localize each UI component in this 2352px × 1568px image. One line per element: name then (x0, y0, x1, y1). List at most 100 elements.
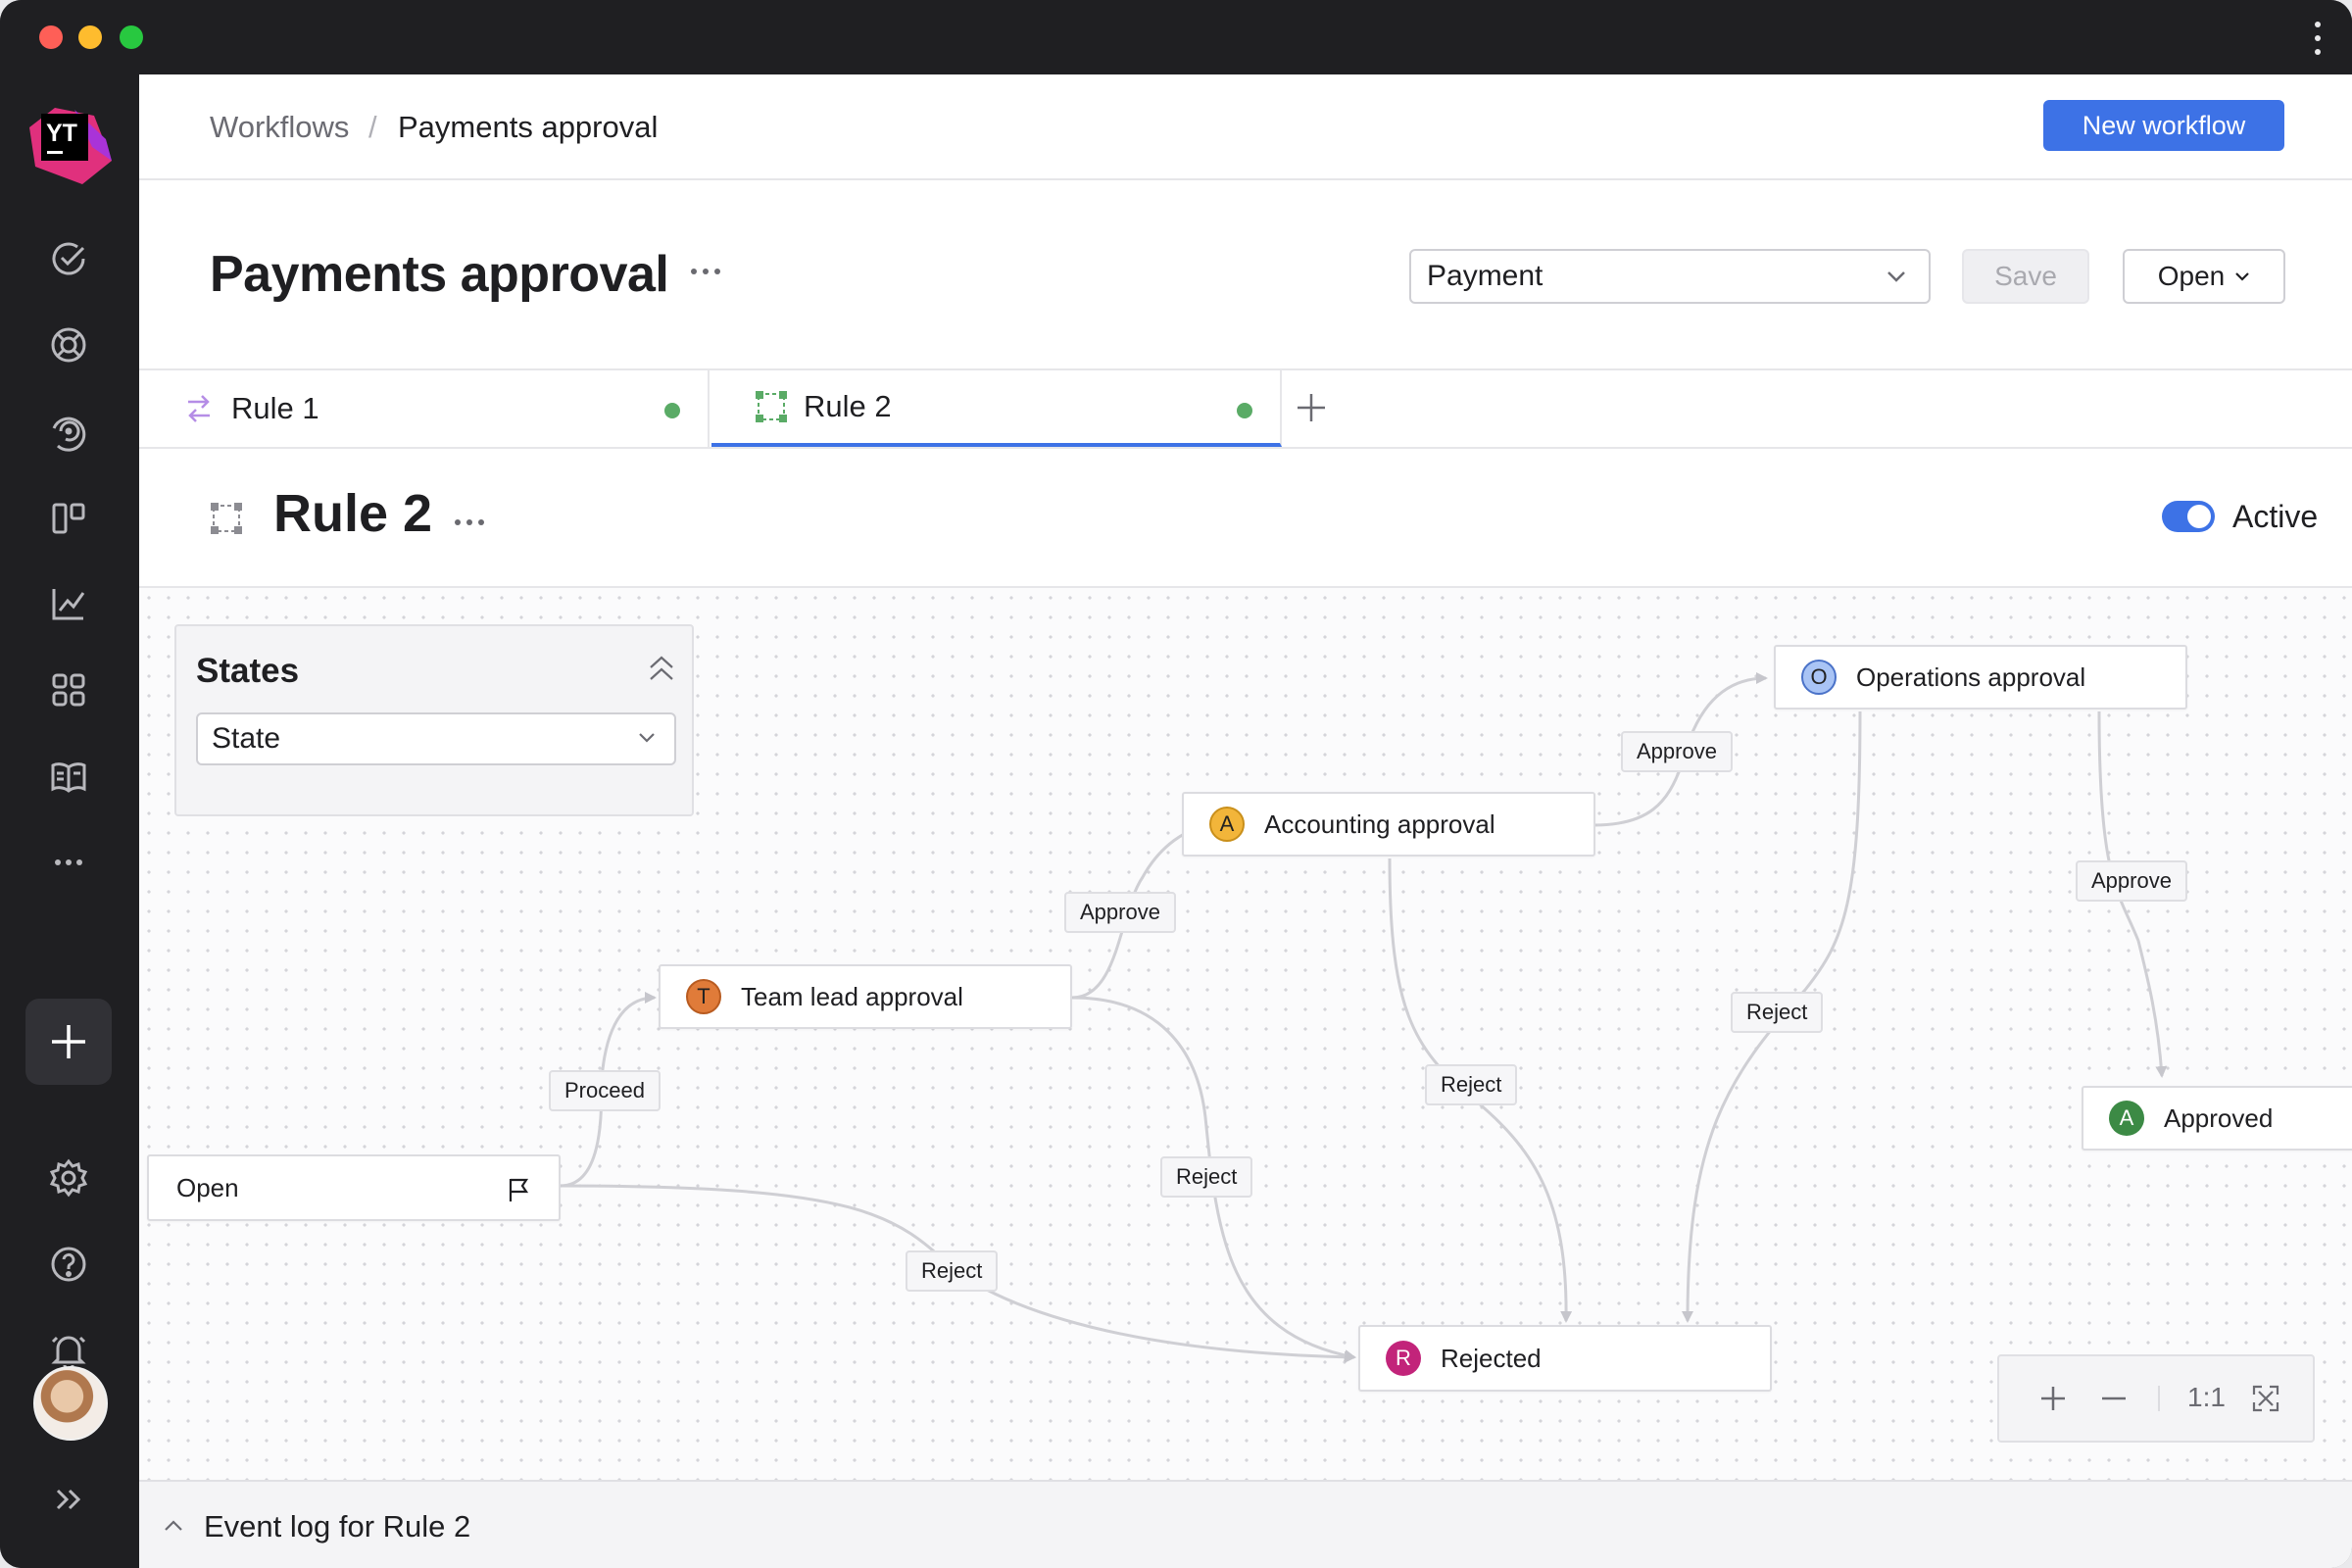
main-content: Workflows / Payments approval New workfl… (139, 74, 2352, 1568)
node-label: Team lead approval (741, 981, 963, 1011)
rule-title: Rule 2 (273, 484, 433, 543)
zoom-out-icon[interactable] (2099, 1384, 2129, 1413)
node-label: Approved (2164, 1102, 2274, 1133)
states-panel: States State (174, 624, 694, 816)
states-panel-title: States (196, 652, 300, 690)
project-select[interactable]: Payment (1409, 249, 1931, 304)
edge-label-approve[interactable]: Approve (1064, 892, 1176, 933)
chevron-down-icon (2235, 272, 2250, 281)
page-title: Payments approval (210, 246, 669, 303)
edge-label-reject[interactable]: Reject (906, 1250, 999, 1292)
divider (2158, 1386, 2160, 1411)
status-dot (664, 403, 680, 418)
tab-rule-2-label: Rule 2 (804, 389, 892, 423)
book-icon[interactable] (45, 753, 92, 800)
edge-operations-approved (2097, 710, 2168, 1078)
tab-rule-2[interactable]: Rule 2 (711, 370, 1282, 447)
tab-rule-1[interactable]: Rule 1 (139, 370, 710, 447)
status-dot (1237, 403, 1252, 418)
tab-rule-1-label: Rule 1 (231, 391, 319, 425)
chevron-down-icon (1887, 271, 1905, 282)
gear-icon[interactable] (45, 1154, 92, 1201)
edge-label-proceed[interactable]: Proceed (549, 1070, 661, 1111)
node-label: Open (176, 1172, 239, 1202)
project-select-value: Payment (1427, 260, 1544, 292)
checkmark-circle-icon[interactable] (45, 235, 92, 282)
state-select-value: State (212, 722, 281, 755)
avatar[interactable] (33, 1366, 108, 1441)
chevron-up-icon (165, 1520, 182, 1531)
workflow-more-icon[interactable] (691, 269, 720, 274)
more-icon[interactable] (45, 839, 92, 886)
breadcrumb-current: Payments approval (398, 110, 659, 144)
node-rejected[interactable]: R Rejected (1358, 1325, 1772, 1392)
breadcrumb-workflows-link[interactable]: Workflows (210, 110, 350, 144)
logo-text: YT (46, 120, 77, 147)
create-button[interactable] (25, 999, 112, 1085)
save-button[interactable]: Save (1962, 249, 2089, 304)
edge-label-reject[interactable]: Reject (1731, 992, 1824, 1033)
edge-label-reject[interactable]: Reject (1160, 1156, 1253, 1198)
add-tab-button[interactable] (1292, 388, 1331, 427)
rule-more-icon[interactable] (455, 519, 484, 525)
rule-tabs: Rule 1 Rule 2 (139, 368, 2352, 449)
top-bar: Workflows / Payments approval New workfl… (139, 74, 2352, 180)
active-toggle[interactable] (2162, 501, 2215, 532)
zoom-in-icon[interactable] (2038, 1384, 2068, 1413)
maximize-window-button[interactable] (120, 25, 143, 49)
event-log-label: Event log for Rule 2 (204, 1509, 471, 1544)
node-approved[interactable]: A Approved (2082, 1086, 2352, 1151)
node-badge: A (1209, 807, 1245, 842)
lifebuoy-icon[interactable] (45, 321, 92, 368)
minimize-window-button[interactable] (78, 25, 102, 49)
fit-to-screen-icon[interactable] (2250, 1383, 2281, 1414)
node-label: Operations approval (1856, 662, 2086, 692)
node-accounting-approval[interactable]: A Accounting approval (1182, 792, 1595, 857)
edge-label-reject[interactable]: Reject (1425, 1064, 1518, 1105)
help-icon[interactable] (45, 1241, 92, 1288)
plus-icon (1298, 394, 1325, 421)
sidebar: YT (0, 74, 139, 1568)
apps-grid-icon[interactable] (45, 666, 92, 713)
plus-icon (52, 1025, 85, 1058)
chart-icon[interactable] (45, 580, 92, 627)
edge-label-approve[interactable]: Approve (2076, 860, 2187, 902)
node-badge: A (2109, 1101, 2144, 1136)
chevron-down-icon (639, 733, 655, 743)
node-operations-approval[interactable]: O Operations approval (1774, 645, 2187, 710)
node-open[interactable]: Open (147, 1154, 561, 1221)
app-logo[interactable]: YT (25, 100, 114, 188)
node-label: Accounting approval (1264, 808, 1495, 839)
window-menu-icon[interactable] (2313, 22, 2323, 55)
node-team-lead-approval[interactable]: T Team lead approval (659, 964, 1072, 1029)
logo-icon: YT (29, 108, 112, 184)
spiral-icon[interactable] (45, 408, 92, 455)
node-badge: R (1386, 1341, 1421, 1376)
state-select[interactable]: State (196, 712, 676, 765)
title-bar (0, 0, 2352, 74)
close-window-button[interactable] (39, 25, 63, 49)
zoom-reset-button[interactable]: 1:1 (2187, 1382, 2226, 1412)
state-machine-icon (756, 391, 787, 422)
event-log-bar[interactable]: Event log for Rule 2 (139, 1480, 2352, 1568)
active-label: Active (2232, 499, 2319, 534)
edge-label-approve[interactable]: Approve (1621, 731, 1733, 772)
expand-icon[interactable] (45, 1476, 92, 1523)
node-label: Rejected (1441, 1343, 1542, 1373)
zoom-controls: 1:1 (1997, 1354, 2315, 1443)
node-badge: O (1801, 660, 1837, 695)
node-badge: T (686, 979, 721, 1014)
breadcrumb-separator: / (368, 110, 377, 144)
board-icon[interactable] (45, 494, 92, 541)
flag-icon (509, 1178, 529, 1201)
open-button-label: Open (2157, 261, 2226, 291)
workflow-canvas[interactable]: States State Open T Team lead approval (139, 586, 2352, 1482)
open-button[interactable]: Open (2123, 249, 2285, 304)
edge-operations-rejected (1682, 710, 1862, 1323)
new-workflow-button[interactable]: New workflow (2043, 100, 2284, 151)
edge-teamlead-rejected (1071, 996, 1356, 1361)
state-machine-icon (211, 503, 242, 534)
transitions-icon (188, 395, 210, 422)
collapse-icon[interactable] (647, 654, 676, 683)
